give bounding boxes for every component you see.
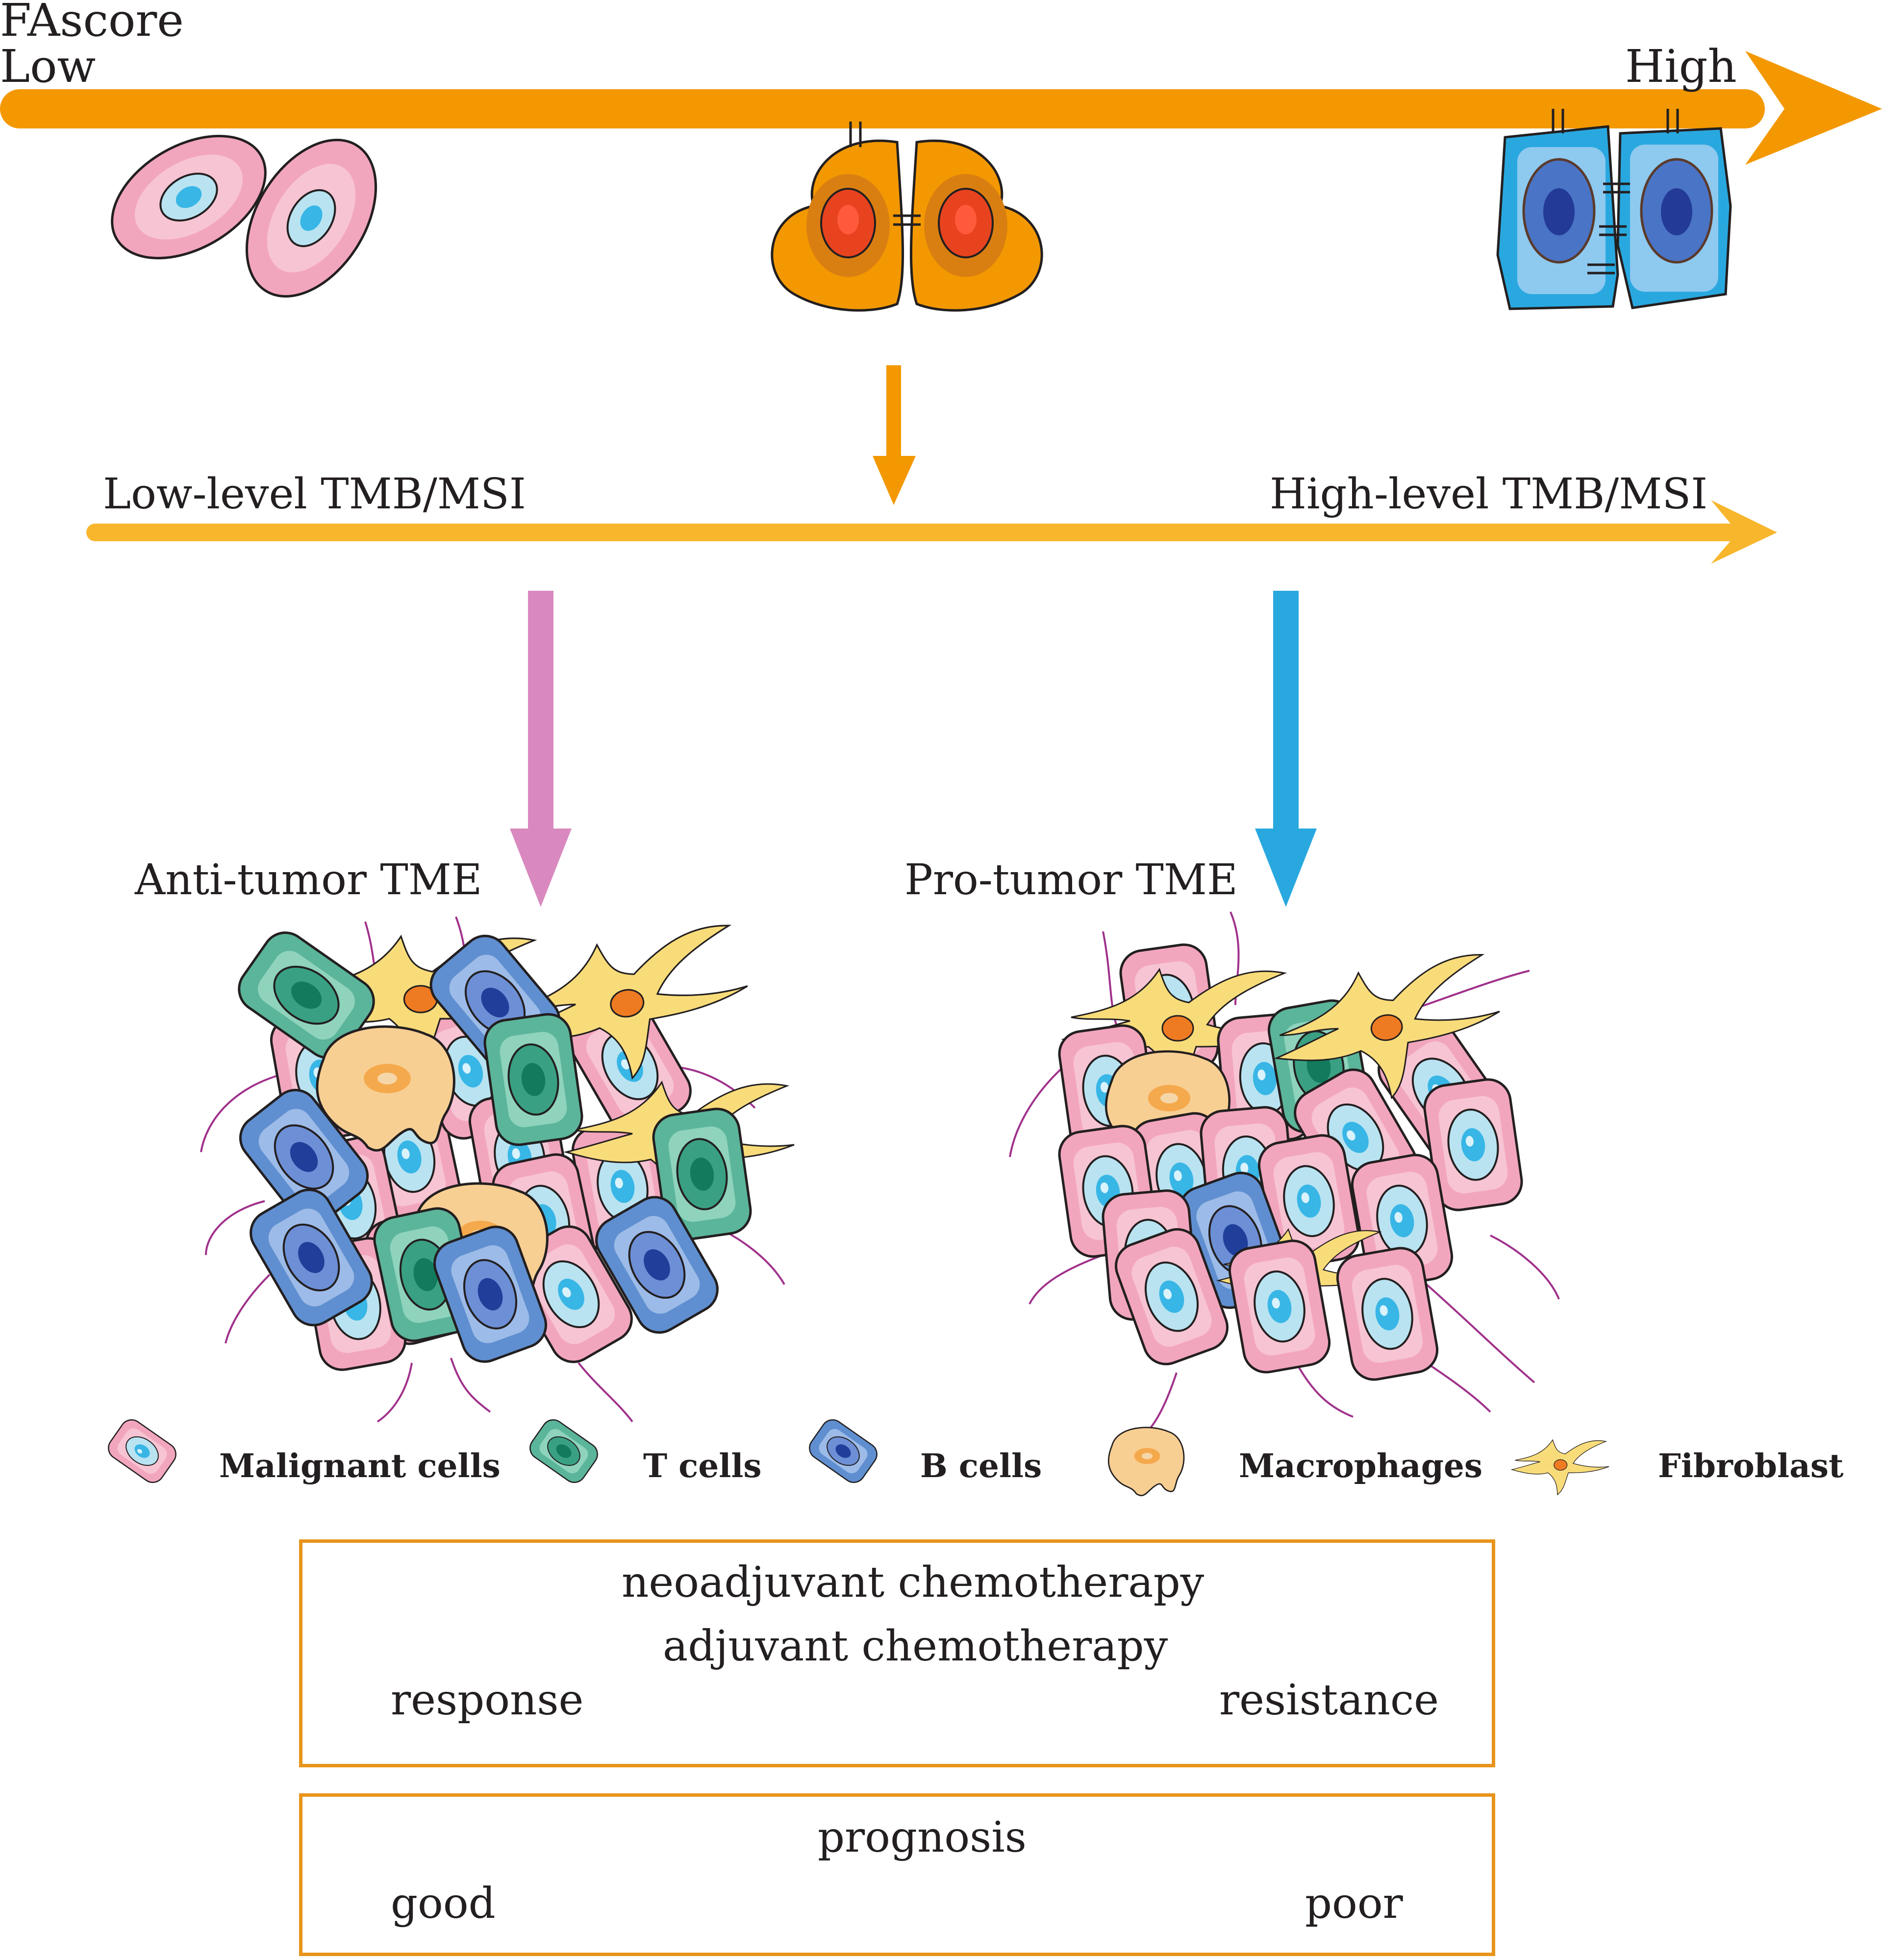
tmb-arrow: [86, 500, 1777, 564]
legend-malignant-icon: [103, 1414, 181, 1488]
pro-tumor-cluster: [1009, 911, 1560, 1432]
anti-tumor-cluster: [200, 916, 795, 1423]
chemo-response-label: response: [391, 1676, 584, 1725]
chemo-line-neoadjuvant: neoadjuvant chemotherapy: [622, 1558, 1204, 1607]
chemo-resistance-label: resistance: [1219, 1676, 1439, 1725]
tmb-high-label: High-level TMB/MSI: [1270, 470, 1708, 519]
chemo-line-adjuvant: adjuvant chemotherapy: [663, 1622, 1168, 1671]
legend-fibroblast-icon: [1511, 1439, 1610, 1495]
prognosis-title: prognosis: [818, 1813, 1027, 1862]
prognosis-poor-label: poor: [1305, 1879, 1403, 1928]
mid-score-cells: [771, 122, 1043, 312]
pro-tumor-label: Pro-tumor TME: [904, 855, 1238, 905]
down-arrow-small: [873, 365, 916, 505]
legend-fibroblast-label: Fibroblast: [1658, 1447, 1844, 1485]
legend-b-cells-label: B cells: [920, 1447, 1042, 1485]
prognosis-good-label: good: [391, 1879, 496, 1928]
anti-tumor-arrow: [510, 591, 572, 907]
fascore-title: FAscore: [0, 0, 184, 47]
high-score-cells: [1496, 109, 1732, 310]
fascore-low-label: Low: [0, 40, 96, 93]
anti-tumor-label: Anti-tumor TME: [135, 855, 482, 905]
legend-b-cell-icon: [804, 1414, 882, 1488]
tmb-low-label: Low-level TMB/MSI: [103, 470, 526, 519]
pro-tumor-arrow: [1255, 591, 1317, 907]
chemotherapy-box: [299, 1539, 1495, 1767]
prognosis-box: [299, 1793, 1495, 1956]
legend-macrophage-icon: [1107, 1427, 1185, 1497]
fascore-arrow: [0, 51, 1882, 165]
legend-t-cell-icon: [525, 1414, 602, 1488]
low-score-cells: [111, 135, 377, 298]
fascore-high-label: High: [1625, 40, 1737, 93]
legend-malignant-label: Malignant cells: [219, 1447, 501, 1485]
legend-t-cells-label: T cells: [643, 1447, 762, 1485]
legend-macrophages-label: Macrophages: [1239, 1447, 1482, 1485]
